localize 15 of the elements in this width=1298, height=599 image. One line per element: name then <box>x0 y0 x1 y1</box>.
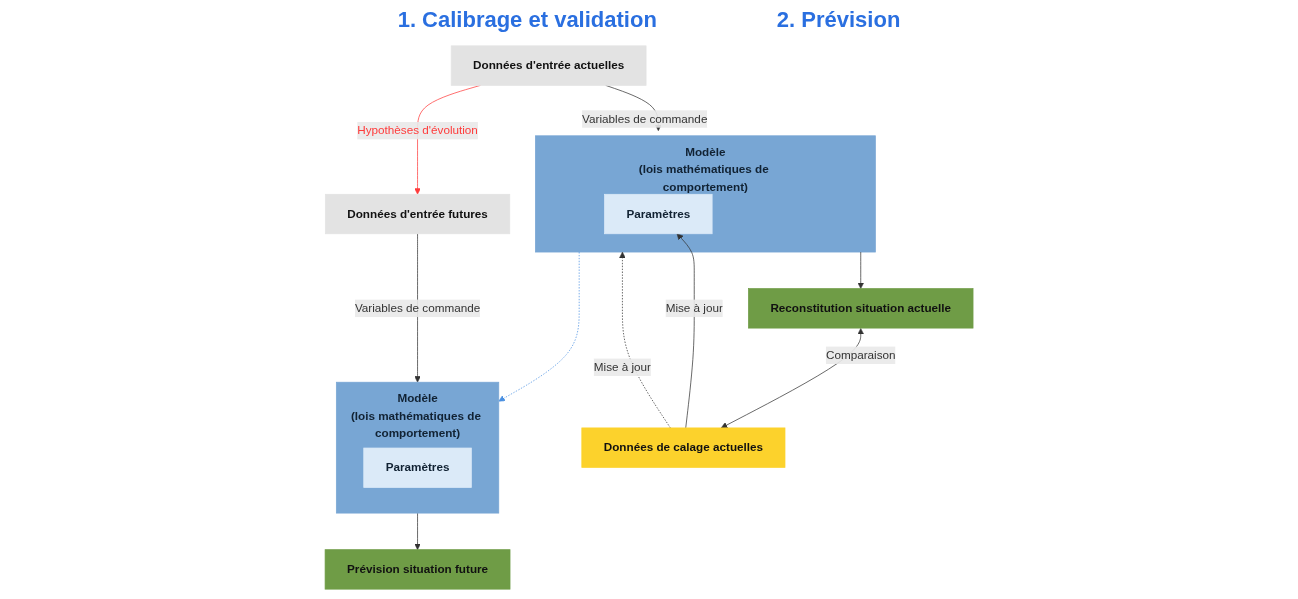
node-box: Données d'entrée futures <box>324 193 511 235</box>
section-heading: 1. Calibrage et validation <box>397 7 657 33</box>
edge-label: Variables de commande <box>582 112 708 125</box>
edge-label: Variables de commande <box>354 301 481 315</box>
edge-label: Hypothèses d'évolution <box>357 124 478 137</box>
node-box: Données d'entrée actuelles <box>450 45 647 86</box>
node-box: Paramètres <box>363 447 472 488</box>
section-heading: 2. Prévision <box>776 7 901 33</box>
node-box: Reconstitution situation actuelle <box>748 288 974 329</box>
node-box: Paramètres <box>604 193 713 235</box>
node-box: Données de calage actuelles <box>581 427 786 468</box>
node-box: Prévision situation future <box>324 549 511 590</box>
edge-label: Mise à jour <box>593 360 651 374</box>
edge-label: Comparaison <box>825 348 896 362</box>
edge-label: Mise à jour <box>665 301 723 315</box>
